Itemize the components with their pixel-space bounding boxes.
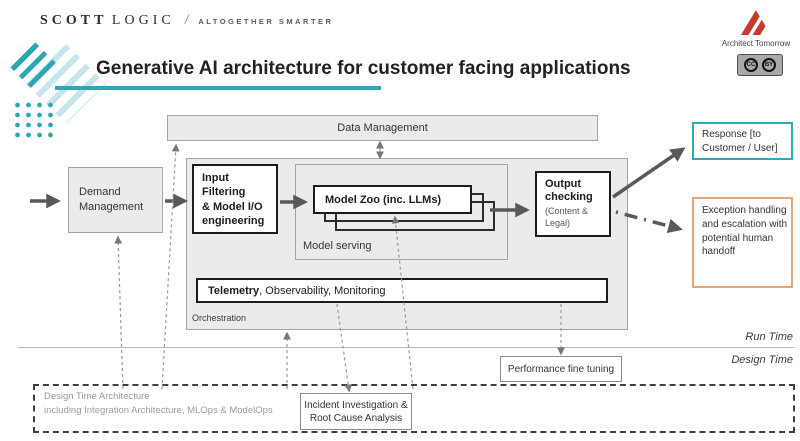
- input-filtering-line: & Model I/O: [202, 200, 263, 213]
- design-time-architecture-text: Design Time Architecture including Integ…: [44, 390, 273, 419]
- input-filtering-line: Input: [202, 172, 229, 184]
- performance-fine-tuning-label: Performance fine tuning: [507, 363, 615, 375]
- data-management-box: Data Management: [167, 115, 598, 141]
- model-serving-label: Model serving: [303, 240, 372, 252]
- brand-primary: SCOTT: [40, 13, 108, 28]
- exception-handling-label: Exception handling and escalation with p…: [702, 205, 788, 258]
- response-box: Response [to Customer / User]: [692, 122, 793, 160]
- telemetry-label-bold: Telemetry: [208, 284, 260, 297]
- by-icon: BY: [762, 58, 776, 72]
- output-checking-subtitle: (Content & Legal): [545, 206, 589, 228]
- runtime-designtime-divider: [18, 347, 795, 348]
- output-checking-box: Output checking (Content & Legal): [535, 171, 611, 237]
- design-time-architecture-line1: Design Time Architecture: [44, 391, 150, 402]
- performance-fine-tuning-box: Performance fine tuning: [500, 356, 622, 382]
- input-filtering-line: Filtering: [202, 186, 246, 199]
- dashed-design-to-demand: [114, 235, 124, 390]
- model-zoo-label: Model Zoo (inc. LLMs): [325, 193, 442, 206]
- design-time-label: Design Time: [731, 354, 793, 366]
- response-label: Response [to Customer / User]: [702, 129, 778, 154]
- orchestration-label: Orchestration: [192, 313, 247, 323]
- run-time-label: Run Time: [745, 331, 793, 343]
- page-title: Generative AI architecture for customer …: [96, 58, 631, 79]
- incident-investigation-box: Incident Investigation & Root Cause Anal…: [300, 393, 412, 430]
- telemetry-label-rest: , Observability, Monitoring: [259, 284, 386, 297]
- scott-logic-logo: SCOTT LOGIC / ALTOGETHER SMARTER: [40, 11, 333, 29]
- demand-management-box: Demand Management: [68, 167, 163, 233]
- dashed-design-to-datamgmt: [161, 143, 180, 390]
- brand-separator: /: [184, 12, 189, 27]
- brand-tagline: ALTOGETHER SMARTER: [198, 17, 334, 26]
- architect-tomorrow-logo-icon: [737, 7, 771, 35]
- incident-investigation-label: Incident Investigation & Root Cause Anal…: [304, 399, 408, 424]
- telemetry-box: Telemetry, Observability, Monitoring: [196, 278, 608, 303]
- model-zoo-box: Model Zoo (inc. LLMs): [313, 185, 472, 214]
- cc-icon: CC: [744, 58, 758, 72]
- demand-management-label: Demand Management: [79, 186, 144, 213]
- cc-by-badge-icon: CC BY: [737, 54, 783, 76]
- input-filtering-line: engineering: [202, 214, 265, 227]
- brand-secondary: LOGIC: [111, 13, 175, 28]
- title-underline: [55, 86, 381, 90]
- decorative-dots: [10, 98, 55, 138]
- design-time-architecture-line2: including Integration Architecture, MLOp…: [44, 405, 273, 417]
- data-management-label: Data Management: [337, 122, 428, 134]
- exception-handling-box: Exception handling and escalation with p…: [692, 197, 793, 288]
- architect-tomorrow-label: Architect Tomorrow: [721, 39, 791, 48]
- output-checking-title: Output checking: [545, 178, 593, 204]
- design-time-architecture-box: [33, 384, 795, 433]
- input-filtering-box: Input Filtering & Model I/O engineering: [192, 164, 278, 234]
